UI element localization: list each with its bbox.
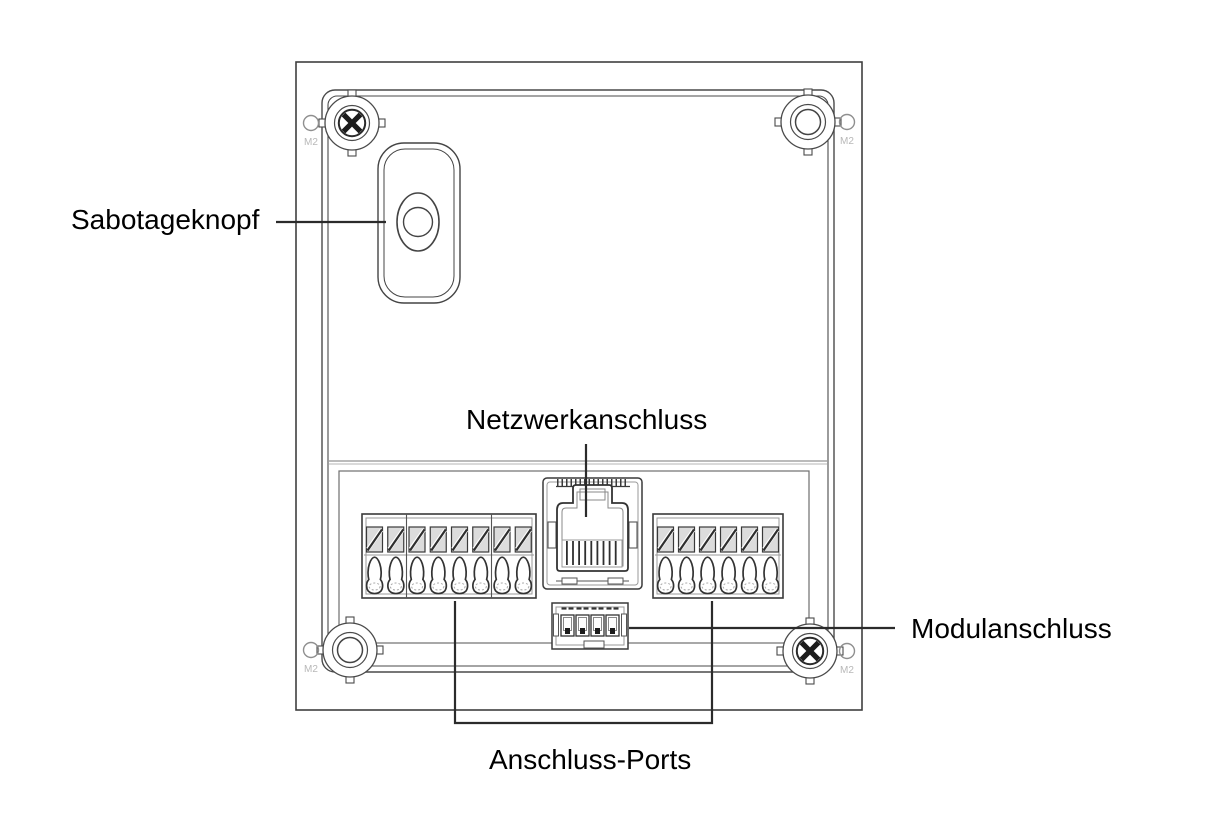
label-network-port: Netzwerkanschluss <box>466 404 708 435</box>
tamper-button-graphic <box>377 142 461 304</box>
m2-indicator-bottom-left: M2 <box>302 641 320 675</box>
m2-indicator-bottom-right: M2 <box>838 642 856 676</box>
label-connection-ports: Anschluss-Ports <box>489 744 692 775</box>
leader-lines <box>276 220 895 725</box>
module-connector-graphic <box>551 602 629 650</box>
m2-label: M2 <box>840 136 854 147</box>
m2-label: M2 <box>304 137 318 148</box>
m2-indicator-top-left: M2 <box>302 114 320 148</box>
label-tamper-button: Sabotageknopf <box>71 204 260 235</box>
m2-indicator-top-right: M2 <box>838 113 856 147</box>
m2-label: M2 <box>304 664 318 675</box>
label-module-port: Modulanschluss <box>911 613 1112 644</box>
left-terminal-block <box>361 513 537 599</box>
m2-label: M2 <box>840 665 854 676</box>
leader-bracket-connection-ports <box>453 601 714 725</box>
network-jack-graphic <box>542 477 643 590</box>
right-terminal-block <box>652 513 784 599</box>
